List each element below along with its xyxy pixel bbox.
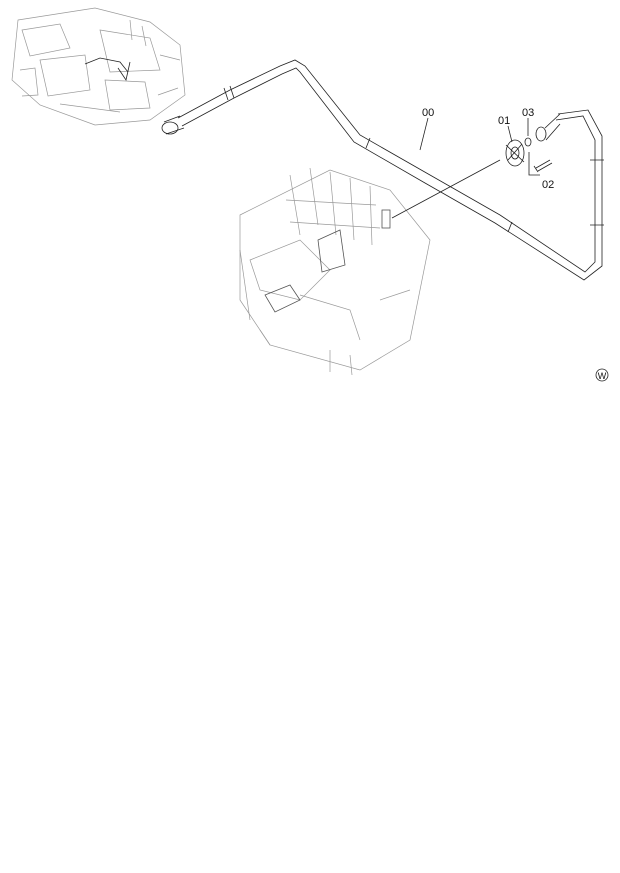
hose-pipe [161,59,604,281]
leader-lines [419,117,540,176]
stamp-w: W [595,368,609,382]
bolt [533,159,553,173]
svg-text:W: W [598,371,607,381]
callout-00: 00 [422,107,434,119]
split-flange [505,139,525,167]
control-valve [239,159,501,376]
o-ring [524,137,532,147]
callout-03: 03 [522,107,534,119]
callout-01: 01 [498,115,510,127]
background-component [11,7,186,126]
flange-assembly [505,137,553,173]
callout-02: 02 [542,179,554,191]
